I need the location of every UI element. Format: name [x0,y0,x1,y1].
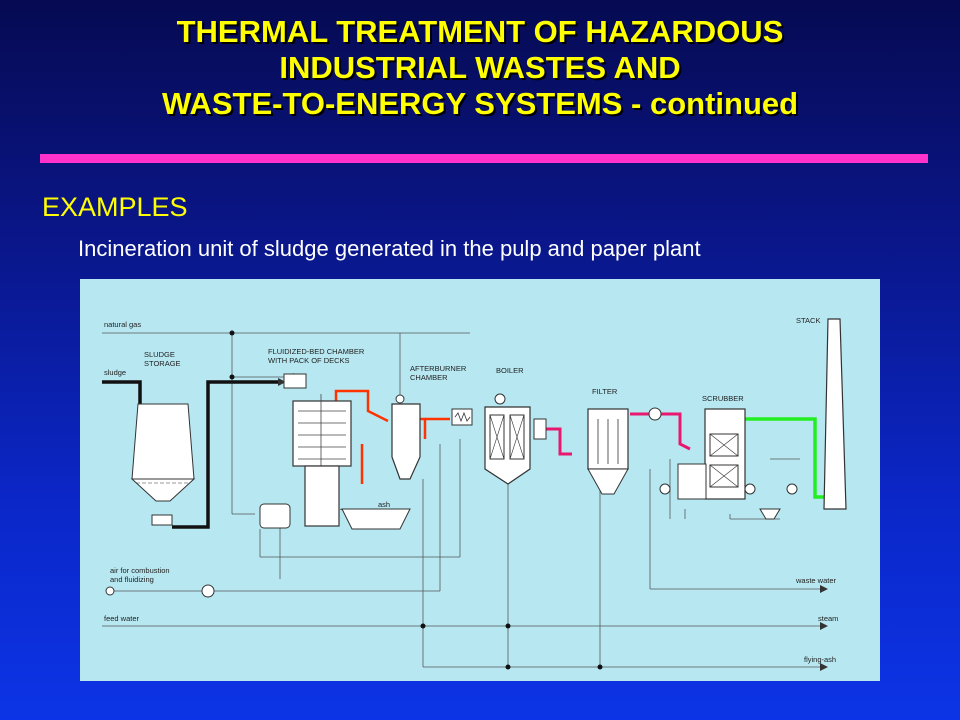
label-afterburner-1: AFTERBURNER [410,364,467,373]
process-diagram-svg: natural gas sludge SLUDGE STORAGE FLUIDI… [102,316,847,671]
fluidized-bed-chamber [259,373,352,529]
sludge-line [102,380,280,529]
title-line-3: WASTE-TO-ENERGY SYSTEMS - continued [161,86,799,121]
label-feed-water: feed water [104,614,140,623]
fans [105,584,215,598]
label-sludge: sludge [104,368,126,377]
label-air-2: and fluidizing [110,575,154,584]
boiler [484,393,547,485]
scrubber [659,408,798,520]
title-line-2: INDUSTRIAL WASTES AND [279,50,681,85]
label-steam: steam [818,614,838,623]
label-afterburner-2: CHAMBER [410,373,448,382]
label-natural-gas: natural gas [104,320,141,329]
label-scrubber: SCRUBBER [702,394,744,403]
filter [587,407,662,495]
diagram-caption: Incineration unit of sludge generated in… [78,236,701,261]
stack [823,318,847,510]
utility-lines [102,332,825,668]
heat-exchanger [451,408,473,426]
label-fbc-2: WITH PACK OF DECKS [268,356,350,365]
junction-dots [229,330,603,670]
title-line-1: THERMAL TREATMENT OF HAZARDOUS [176,14,784,49]
label-boiler: BOILER [496,366,524,375]
diagram-labels: natural gas sludge SLUDGE STORAGE FLUIDI… [104,316,838,664]
sludge-storage-silo [130,403,196,526]
label-ash: ash [378,500,390,509]
section-label: EXAMPLES [42,192,188,222]
label-air-1: air for combustion [110,566,170,575]
label-flying-ash: flying-ash [804,655,836,664]
clean-gas-line [745,417,828,499]
hot-gas-line [334,389,450,484]
label-sludge-storage-2: STORAGE [144,359,181,368]
ash-container [341,508,411,530]
slide-title: THERMAL TREATMENT OF HAZARDOUS INDUSTRIA… [20,14,940,122]
flue-gas-line [540,412,691,456]
label-stack: STACK [796,316,820,325]
label-fbc-1: FLUIDIZED-BED CHAMBER [268,347,365,356]
afterburner-chamber [391,394,421,480]
process-flow-diagram: natural gas sludge SLUDGE STORAGE FLUIDI… [80,279,880,681]
title-divider [40,154,928,163]
label-waste-water: waste water [795,576,837,585]
label-sludge-storage-1: SLUDGE [144,350,175,359]
label-filter: FILTER [592,387,618,396]
